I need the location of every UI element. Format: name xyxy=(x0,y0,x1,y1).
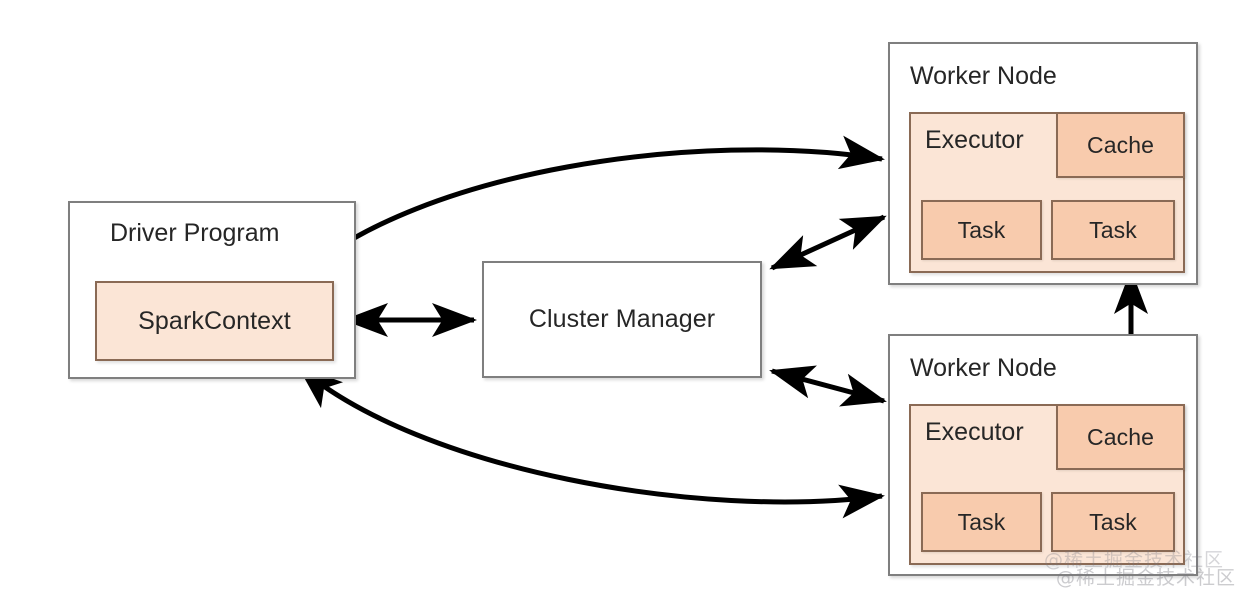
spark-context-label: SparkContext xyxy=(138,306,291,335)
worker-node-1-cache-box[interactable]: Cache xyxy=(1056,112,1185,178)
worker-node-1-task-1-label: Task xyxy=(957,216,1006,243)
worker-node-2-task-1-box[interactable]: Task xyxy=(921,492,1042,552)
worker-node-1-task-2-box[interactable]: Task xyxy=(1051,200,1175,260)
worker-node-1-cache-label: Cache xyxy=(1087,131,1154,158)
worker-node-1-task-1-box[interactable]: Task xyxy=(921,200,1042,260)
worker-node-2-task-1-label: Task xyxy=(957,508,1006,535)
worker-node-2-box[interactable]: Worker Node Executor Cache Task Task xyxy=(888,334,1198,576)
worker-node-1-executor-label: Executor xyxy=(925,126,1024,154)
arrow-driver-worker-1 xyxy=(297,135,885,278)
arrow-cluster-manager-worker-2 xyxy=(769,365,887,407)
worker-node-1-label: Worker Node xyxy=(910,62,1057,90)
worker-node-2-task-2-label: Task xyxy=(1089,508,1137,535)
arrow-cluster-manager-worker-1 xyxy=(769,214,887,271)
watermark-ghost: @稀土掘金技术社区 xyxy=(1043,549,1224,571)
worker-node-2-task-2-box[interactable]: Task xyxy=(1051,492,1175,552)
spark-context-box[interactable]: SparkContext xyxy=(95,281,334,361)
cluster-manager-label: Cluster Manager xyxy=(528,305,716,333)
worker-node-1-task-2-label: Task xyxy=(1089,216,1137,243)
worker-node-1-executor-box[interactable]: Executor Cache Task Task xyxy=(909,112,1185,273)
worker-node-2-executor-label: Executor xyxy=(925,418,1024,446)
cluster-manager-box[interactable]: Cluster Manager xyxy=(482,261,762,378)
driver-program-label: Driver Program xyxy=(110,219,280,247)
arrow-driver-worker-2 xyxy=(297,366,885,519)
worker-node-2-label: Worker Node xyxy=(910,354,1057,382)
worker-node-2-cache-box[interactable]: Cache xyxy=(1056,404,1185,470)
worker-node-1-box[interactable]: Worker Node Executor Cache Task Task xyxy=(888,42,1198,285)
worker-node-2-executor-box[interactable]: Executor Cache Task Task xyxy=(909,404,1185,565)
watermark: @稀土掘金技术社区 xyxy=(1055,567,1236,589)
worker-node-2-cache-label: Cache xyxy=(1087,423,1154,450)
